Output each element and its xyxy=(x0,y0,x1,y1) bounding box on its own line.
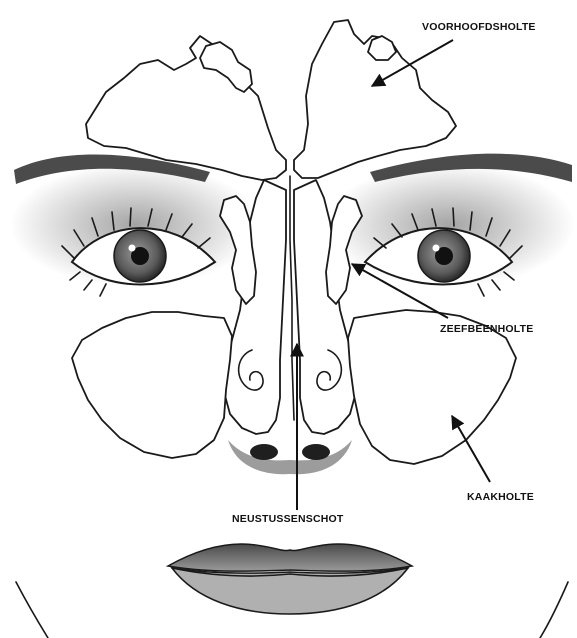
frontal-sinus-label: VOORHOOFDSHOLTE xyxy=(422,21,536,33)
maxillary-sinus-left xyxy=(72,312,232,458)
nostril-right xyxy=(302,444,330,460)
face-outline xyxy=(16,582,48,638)
upper-lip xyxy=(168,544,412,571)
frontal-sinus-right-lobe xyxy=(368,36,396,60)
left-eye-highlight xyxy=(129,245,136,252)
ethmoid-sinus-label: ZEEFBEENHOLTE xyxy=(440,323,533,335)
nostril-left xyxy=(250,444,278,460)
lower-lip xyxy=(172,568,408,614)
right-eye-highlight xyxy=(433,245,440,252)
nose-base xyxy=(228,440,352,474)
face-outline-right xyxy=(540,582,568,638)
maxillary-sinus-label: KAAKHOLTE xyxy=(467,491,534,503)
nasal-septum-label: NEUSTUSSENSCHOT xyxy=(232,513,344,525)
